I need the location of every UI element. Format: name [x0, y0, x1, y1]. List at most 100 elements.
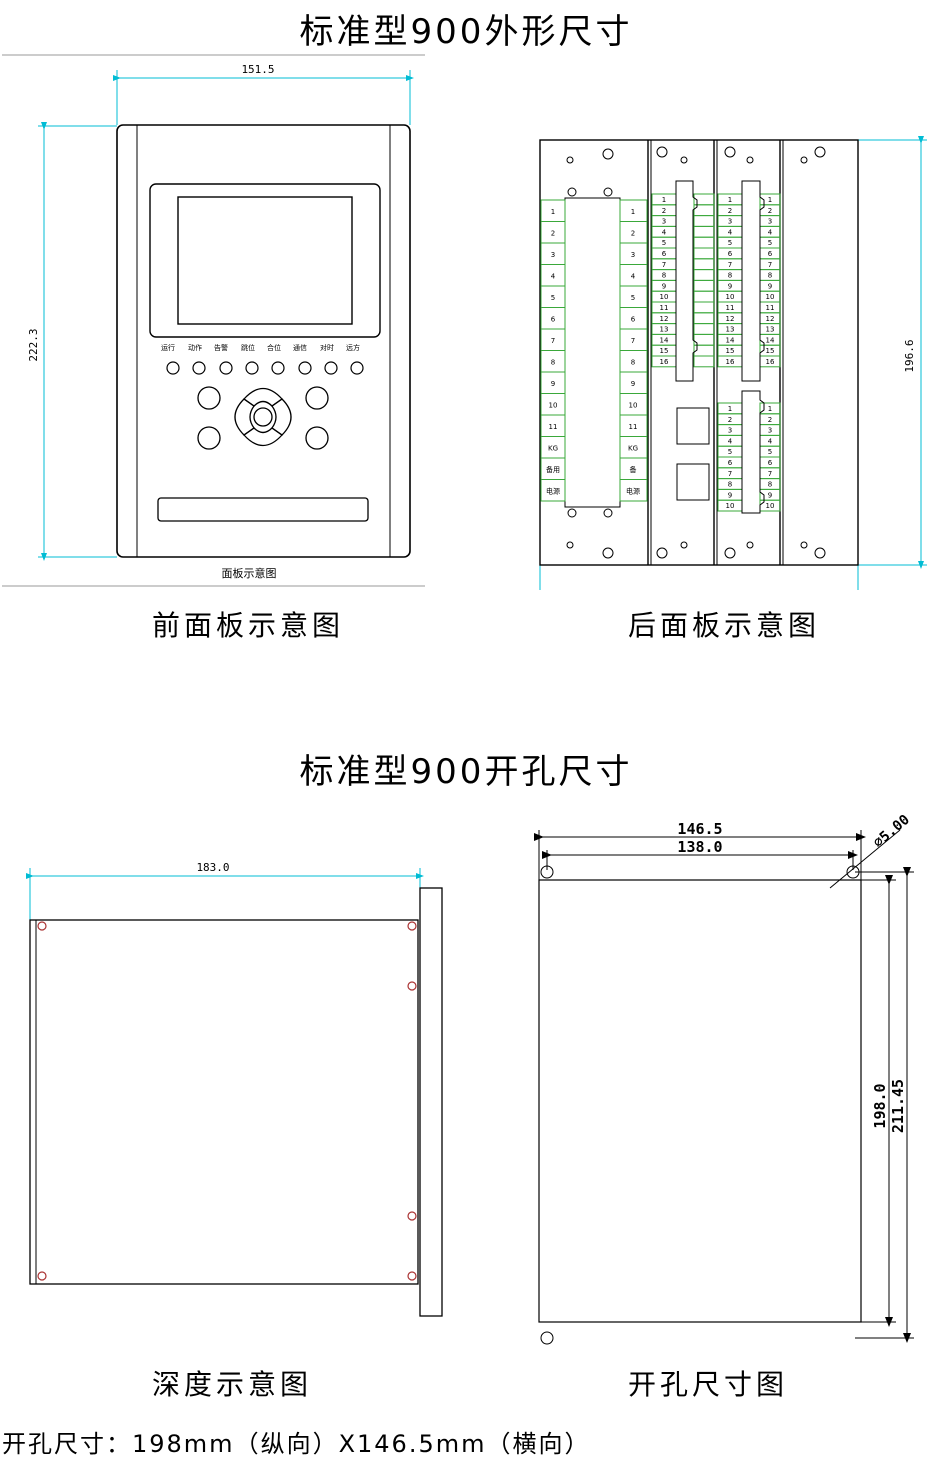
terminal-label: 11 — [726, 304, 735, 312]
terminal-label: 7 — [662, 261, 666, 269]
terminal-label: 4 — [728, 437, 733, 445]
terminal-label: 电源 — [546, 487, 560, 496]
indicator-label: 跳位 — [241, 343, 255, 352]
terminal-label: 4 — [768, 228, 773, 236]
terminal-label: 1 — [728, 405, 732, 413]
ethernet-port — [676, 463, 710, 501]
terminal-label: 11 — [660, 304, 669, 312]
terminal-label: 4 — [662, 228, 667, 236]
terminal-label: 5 — [768, 448, 772, 456]
terminal-label: 6 — [768, 459, 773, 467]
terminal-label: 14 — [660, 336, 669, 344]
mount-hole — [800, 156, 808, 164]
indicator-label: 通信 — [293, 343, 307, 352]
indicator-label: 动作 — [188, 343, 202, 352]
terminal-label: 16 — [726, 358, 735, 366]
led-indicator — [166, 361, 180, 375]
terminal-label: 6 — [662, 250, 667, 258]
terminal-label: 9 — [768, 491, 772, 499]
function-key — [305, 386, 329, 410]
terminal-label: 10 — [766, 502, 775, 510]
inner-width-dim: 138.0 — [677, 838, 722, 856]
screw-icon — [37, 921, 47, 931]
led-indicator — [271, 361, 285, 375]
depth-dim: 183.0 — [196, 861, 229, 874]
terminal-label: 3 — [768, 218, 772, 226]
terminal-label: 1 — [768, 196, 772, 204]
terminal-label: 13 — [660, 326, 669, 334]
mount-hole — [567, 508, 577, 518]
led-indicator — [324, 361, 338, 375]
terminal-cell — [693, 301, 715, 314]
screw-icon — [407, 981, 417, 991]
led-indicator — [298, 361, 312, 375]
mount-hole — [603, 187, 613, 197]
screw-icon — [407, 1211, 417, 1221]
indicator-label: 运行 — [161, 343, 175, 352]
terminal-label: 2 — [631, 230, 635, 238]
terminal-label: 8 — [728, 272, 732, 280]
terminal-label: 3 — [662, 218, 666, 226]
terminal-label: 8 — [631, 359, 635, 367]
terminal-label: 14 — [726, 336, 735, 344]
outer-height-dim: 211.45 — [889, 1079, 907, 1133]
terminal-label: 2 — [728, 207, 732, 215]
terminal-label: 8 — [662, 272, 666, 280]
terminal-cell — [540, 479, 566, 502]
function-key — [197, 386, 221, 410]
terminal-cell — [619, 479, 648, 502]
mount-hole — [724, 146, 736, 158]
mount-hole — [724, 547, 736, 559]
terminal-label: 6 — [551, 316, 556, 324]
terminal-label: 2 — [768, 416, 772, 424]
terminal-label: 7 — [631, 337, 635, 345]
ethernet-port — [676, 407, 710, 445]
terminal-label: KG — [628, 445, 638, 453]
cutout-hole — [540, 865, 554, 879]
terminal-label: 7 — [551, 337, 555, 345]
outline-title: 标准型900外形尺寸 — [299, 12, 633, 52]
function-key — [197, 426, 221, 450]
led-indicator — [350, 361, 364, 375]
cutout-caption: 开孔尺寸图 — [628, 1368, 789, 1401]
rear-height-dim: 196.6 — [903, 339, 916, 372]
terminal-label: 备用 — [546, 465, 560, 474]
terminal-label: 7 — [728, 261, 732, 269]
indicator-label: 告警 — [214, 343, 228, 352]
screw-icon — [37, 1271, 47, 1281]
terminal-cell — [693, 323, 715, 335]
terminal-label: 1 — [551, 208, 555, 216]
terminal-label: 2 — [728, 416, 732, 424]
terminal-label: 4 — [631, 273, 636, 281]
mount-hole — [680, 541, 688, 549]
indicator-label: 远方 — [346, 343, 360, 352]
front-panel-drawing: 151.5 222.3 运行 动作 告警 跳位 合位 通信 对时 远方 — [2, 54, 425, 587]
front-small-caption: 面板示意图 — [222, 566, 277, 580]
function-key — [305, 426, 329, 450]
arrow-key-left — [234, 398, 255, 436]
terminal-label: 13 — [726, 326, 735, 334]
terminal-label: 1 — [662, 196, 666, 204]
terminal-label: 12 — [726, 315, 735, 323]
screw-icon — [407, 921, 417, 931]
hole-diameter-dim: ∅5.00 — [870, 812, 913, 851]
terminal-label: 5 — [662, 239, 666, 247]
terminal-cell — [693, 290, 715, 303]
arrow-key-right — [271, 398, 292, 436]
terminal-label: 16 — [660, 358, 669, 366]
terminal-label: 9 — [551, 380, 555, 388]
led-indicator — [245, 361, 259, 375]
terminal-label: 11 — [549, 423, 558, 431]
terminal-label: 9 — [728, 491, 732, 499]
terminal-label: 7 — [768, 261, 772, 269]
front-caption: 前面板示意图 — [152, 609, 345, 642]
terminal-label: 8 — [551, 359, 555, 367]
terminal-label: 5 — [631, 294, 635, 302]
mount-hole — [602, 148, 614, 160]
terminal-label: 4 — [728, 228, 733, 236]
terminal-label: 10 — [549, 402, 558, 410]
terminal-label: 10 — [726, 293, 735, 301]
terminal-label: 7 — [768, 470, 772, 478]
terminal-cell — [693, 236, 715, 249]
